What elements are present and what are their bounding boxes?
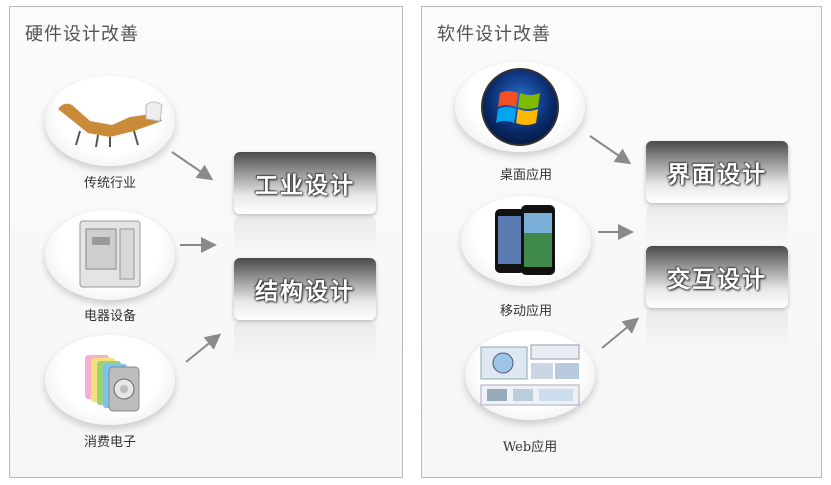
consumer-electronics-image	[45, 335, 175, 425]
music-player-icon	[85, 355, 140, 412]
arrow-traditional-to-industrial	[171, 151, 214, 181]
mobile-app-label: 移动应用	[499, 304, 552, 319]
lounge-chair-icon	[58, 101, 163, 148]
desktop-app-label: 桌面应用	[499, 168, 552, 183]
hardware-panel-title: 硬件设计改善	[25, 24, 139, 45]
web-app-label: Web应用	[502, 440, 558, 455]
appliance-image	[45, 210, 175, 300]
web-pages-icon	[480, 344, 580, 406]
traditional-industry-image	[45, 76, 175, 166]
appliance-label: 电器设备	[83, 309, 136, 324]
arrow-web-to-interaction	[601, 317, 640, 349]
structural-design-block: 结构设计	[234, 258, 376, 320]
ui-design-block: 界面设计	[646, 141, 788, 203]
arrow-electronics-to-structural	[185, 333, 222, 363]
software-panel-title: 软件设计改善	[437, 24, 551, 45]
web-app-image	[465, 330, 595, 420]
ui-design-reflection	[646, 205, 788, 245]
arrow-desktop-to-ui	[589, 135, 632, 165]
interaction-design-block: 交互设计	[646, 246, 788, 308]
industrial-design-reflection	[234, 216, 376, 256]
interaction-design-reflection	[646, 310, 788, 350]
traditional-industry-label: 传统行业	[83, 176, 136, 191]
industrial-design-block: 工业设计	[234, 152, 376, 214]
consumer-electronics-label: 消费电子	[83, 435, 136, 450]
smartphone-icon	[495, 205, 555, 275]
windows-logo-icon	[481, 68, 559, 146]
structural-design-reflection	[234, 322, 376, 362]
desktop-app-image	[455, 62, 585, 152]
mobile-app-image	[461, 196, 591, 286]
appliance-cabinet-icon	[79, 220, 141, 288]
